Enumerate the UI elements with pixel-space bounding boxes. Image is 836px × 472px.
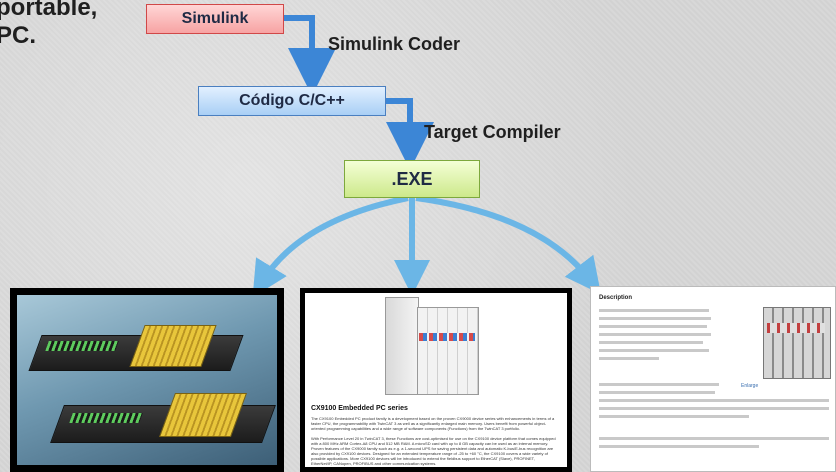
panel-2-para-1: The CX9100 Embedded PC product family is… — [311, 416, 555, 431]
text-line — [599, 325, 707, 328]
controller-rack-image — [17, 295, 277, 465]
arrow-simulink-to-code — [284, 15, 336, 96]
text-line — [599, 349, 709, 352]
node-exe: .EXE — [344, 160, 480, 198]
slide-text-line-2: PC. — [0, 22, 37, 49]
text-line — [599, 317, 711, 320]
panel-2-para-2: With Performance Level 20 in TwinCAT 3, … — [311, 436, 556, 466]
cx9100-cpu-module — [385, 297, 419, 395]
text-line — [599, 407, 829, 410]
text-line — [599, 341, 703, 344]
rack-io-bottom — [69, 413, 143, 423]
panel-2-title: CX9100 Embedded PC series — [311, 405, 408, 412]
pac-controller-leds — [767, 323, 825, 333]
rack-io-top — [45, 341, 119, 351]
panel-3-title: Description — [599, 295, 633, 301]
pac-controller-image — [763, 307, 831, 379]
slide-text-line-1: portable, — [0, 0, 98, 21]
edge-label-simulink-coder: Simulink Coder — [328, 34, 461, 54]
text-line — [599, 445, 759, 448]
text-line — [599, 391, 715, 394]
target-image-1 — [10, 288, 284, 472]
node-code: Código C/C++ — [198, 86, 386, 116]
panel-3-enlarge-link[interactable]: Enlarge — [741, 383, 759, 389]
arrow-exe-to-panel-3 — [415, 195, 601, 295]
text-line — [599, 357, 659, 360]
text-line — [599, 309, 709, 312]
text-line — [599, 415, 749, 418]
node-simulink: Simulink — [146, 4, 284, 34]
text-line — [599, 383, 719, 386]
target-image-2: CX9100 Embedded PC series The CX9100 Emb… — [300, 288, 572, 472]
text-line — [599, 399, 829, 402]
text-line — [599, 333, 711, 336]
cx9100-terminals — [417, 307, 479, 395]
arrow-code-to-exe — [386, 98, 434, 170]
arrow-exe-to-panel-1 — [252, 195, 409, 298]
rack-terminal-top — [129, 325, 217, 367]
target-image-3: Description Enlarge — [590, 286, 836, 472]
cx9100-terminal-colors — [419, 333, 475, 341]
edge-label-target-compiler: Target Compiler — [424, 122, 561, 142]
text-line — [599, 437, 829, 440]
